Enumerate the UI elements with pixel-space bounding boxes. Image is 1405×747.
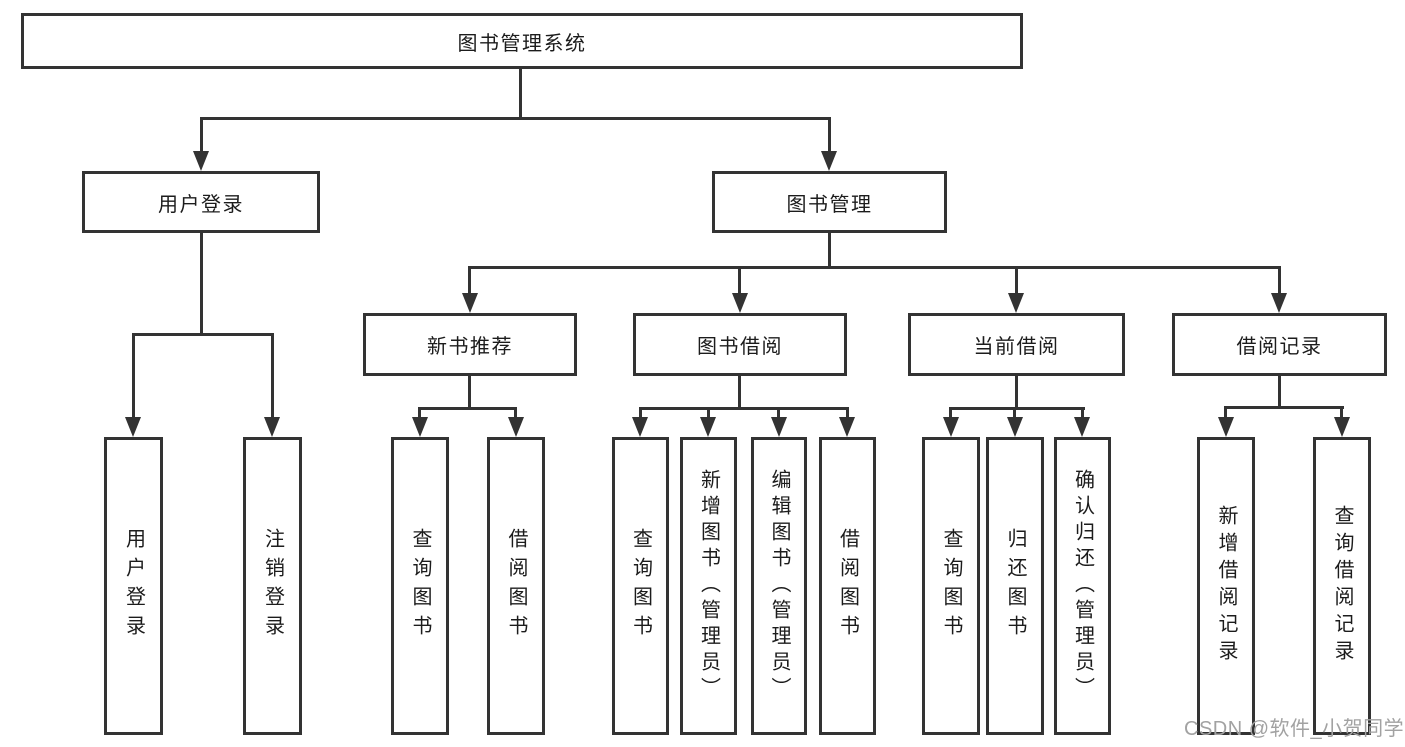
connector-line <box>418 407 517 410</box>
node-root: 图书管理系统 <box>21 13 1023 69</box>
connector-line <box>828 233 831 269</box>
connector-line <box>200 117 203 153</box>
arrow-down-icon <box>1218 417 1234 437</box>
connector-line <box>514 407 517 419</box>
node-return-book: 归还图书 <box>986 437 1044 735</box>
connector-line <box>777 407 780 419</box>
node-logout-leaf: 注销登录 <box>243 437 302 735</box>
arrow-down-icon <box>508 417 524 437</box>
connector-line <box>639 407 642 419</box>
arrow-down-icon <box>771 417 787 437</box>
connector-line <box>738 266 741 295</box>
node-edit-book-admin: 编辑图书（管理员） <box>751 437 807 735</box>
connector-line <box>418 407 421 419</box>
node-query-borrow-record: 查询借阅记录 <box>1313 437 1371 735</box>
connector-line <box>1340 406 1343 419</box>
node-current-borrow: 当前借阅 <box>908 313 1125 376</box>
connector-line <box>1224 406 1344 409</box>
arrow-down-icon <box>1007 417 1023 437</box>
node-add-book-admin: 新增图书（管理员） <box>680 437 737 735</box>
arrow-down-icon <box>1074 417 1090 437</box>
connector-line <box>1015 266 1018 295</box>
node-book-management: 图书管理 <box>712 171 947 233</box>
node-book-borrow: 图书借阅 <box>633 313 847 376</box>
connector-line <box>200 233 203 335</box>
connector-line <box>468 266 471 295</box>
arrow-down-icon <box>821 151 837 171</box>
arrow-down-icon <box>700 417 716 437</box>
connector-line <box>271 333 274 419</box>
connector-line <box>949 407 1085 410</box>
node-add-borrow-record: 新增借阅记录 <box>1197 437 1255 735</box>
connector-line <box>468 266 1281 269</box>
node-borrow-records: 借阅记录 <box>1172 313 1387 376</box>
node-borrow-books-leaf: 借阅图书 <box>819 437 876 735</box>
arrow-down-icon <box>125 417 141 437</box>
connector-line <box>1013 407 1016 419</box>
connector-line <box>132 333 274 336</box>
arrow-down-icon <box>193 151 209 171</box>
connector-line <box>200 117 831 120</box>
connector-line <box>1278 266 1281 295</box>
connector-line <box>738 376 741 409</box>
connector-line <box>1224 406 1227 419</box>
node-query-books-recommend: 查询图书 <box>391 437 449 735</box>
arrow-down-icon <box>732 293 748 313</box>
connector-line <box>132 333 135 419</box>
arrow-down-icon <box>1008 293 1024 313</box>
arrow-down-icon <box>632 417 648 437</box>
connector-line <box>1278 376 1281 409</box>
connector-line <box>707 407 710 419</box>
connector-line <box>828 117 831 153</box>
watermark: CSDN @软件_小贺同学 <box>1184 718 1405 740</box>
arrow-down-icon <box>462 293 478 313</box>
node-borrow-books-recommend: 借阅图书 <box>487 437 545 735</box>
arrow-down-icon <box>264 417 280 437</box>
connector-line <box>1081 407 1084 419</box>
node-user-login-leaf: 用户登录 <box>104 437 163 735</box>
connector-line <box>468 376 471 409</box>
node-confirm-return-admin: 确认归还（管理员） <box>1054 437 1111 735</box>
connector-line <box>949 407 952 419</box>
node-query-books-current: 查询图书 <box>922 437 980 735</box>
connector-line <box>519 69 522 119</box>
arrow-down-icon <box>1334 417 1350 437</box>
arrow-down-icon <box>1271 293 1287 313</box>
node-user-login: 用户登录 <box>82 171 320 233</box>
arrow-down-icon <box>412 417 428 437</box>
node-new-book-recommend: 新书推荐 <box>363 313 577 376</box>
arrow-down-icon <box>839 417 855 437</box>
connector-line <box>639 407 849 410</box>
arrow-down-icon <box>943 417 959 437</box>
connector-line <box>846 407 849 419</box>
connector-line <box>1015 376 1018 409</box>
node-query-books-borrow: 查询图书 <box>612 437 669 735</box>
